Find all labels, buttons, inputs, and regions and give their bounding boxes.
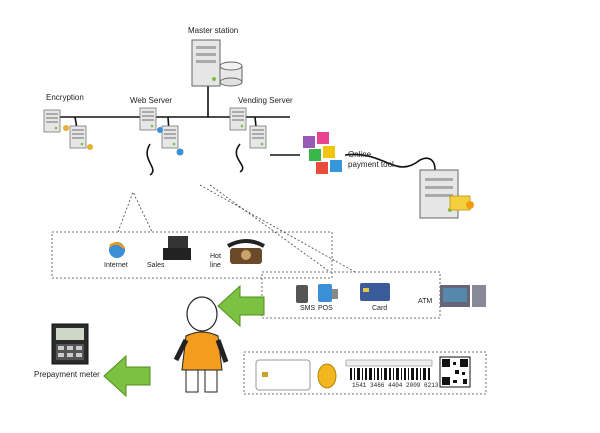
vending-server-label: Vending Server <box>238 96 293 105</box>
web-server-icon <box>161 125 179 149</box>
vending-server-icon <box>229 107 247 131</box>
online-payment-tool-label: Online payment tool <box>348 150 394 169</box>
lock-icon <box>63 125 69 131</box>
prepayment-meter-label: Prepayment meter <box>34 370 100 379</box>
telephone-icon <box>227 239 265 264</box>
barcode-icon <box>345 359 433 380</box>
encryption-server-icon <box>69 125 87 149</box>
payment-channels-box <box>261 271 441 319</box>
card-label: Card <box>372 305 388 312</box>
cash-register-icon <box>163 236 191 260</box>
smart-card-icon <box>255 359 311 391</box>
callout-pointer <box>117 184 356 273</box>
mobile-phone-icon <box>296 285 308 303</box>
atm-icon <box>440 285 486 307</box>
puzzle-cubes-icon <box>303 132 342 174</box>
globe-icon <box>176 148 184 156</box>
atm-label: ATM <box>418 298 433 305</box>
bank-card-icon <box>360 283 390 301</box>
internet-label: Internet <box>104 262 128 269</box>
key-fob-icon <box>317 363 337 389</box>
arrow-left-icon <box>103 355 151 397</box>
sms-label: SMS <box>300 305 316 312</box>
prepayment-meter-icon <box>51 323 89 365</box>
token-number-label: 1541 3466 4404 2009 6213 <box>352 382 439 389</box>
person-icon <box>173 296 229 393</box>
master-station-label: Master station <box>188 26 239 35</box>
token-media-box <box>243 351 487 395</box>
lock-icon <box>87 144 93 150</box>
pos-terminal-icon <box>318 284 338 302</box>
payment-server-icon <box>419 169 474 219</box>
encryption-label: Encryption <box>46 93 84 102</box>
database-icon <box>219 61 243 87</box>
web-server-icon <box>139 107 157 131</box>
channels-box <box>51 231 333 279</box>
globe-icon <box>157 127 163 133</box>
web-server-label: Web Server <box>130 96 173 105</box>
pos-label: POS <box>318 305 333 312</box>
vending-server-icon <box>249 125 267 149</box>
master-station-server-icon <box>191 39 221 87</box>
qr-code-icon <box>439 356 471 388</box>
encryption-server-icon <box>43 109 61 133</box>
hot-line-label: Hot line <box>210 253 221 269</box>
sales-label: Sales <box>147 262 165 269</box>
arrow-left-icon <box>217 285 265 327</box>
